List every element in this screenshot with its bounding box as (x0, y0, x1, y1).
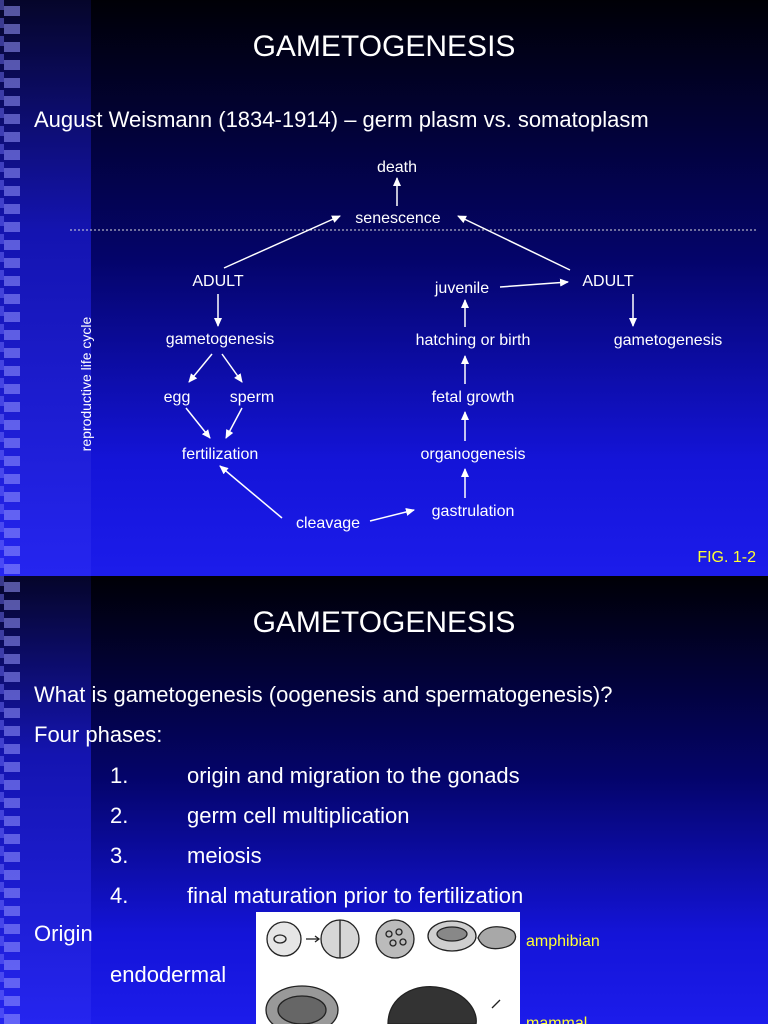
embryo-drawings (265, 919, 517, 1024)
slide-1: GAMETOGENESIS August Weismann (1834-1914… (0, 0, 768, 576)
phase-text: final maturation prior to fertilization (187, 883, 524, 908)
figure-label: FIG. 1-2 (697, 549, 756, 566)
node-organogenesis: organogenesis (420, 446, 526, 463)
arrow-gameto-egg (188, 353, 213, 383)
life-cycle-diagram (70, 177, 758, 522)
embryo-illustration (256, 912, 520, 1024)
endodermal-label: endodermal (110, 962, 227, 987)
decorative-squares (0, 0, 4, 576)
embryo-stage-icon (375, 919, 415, 959)
decorative-side-strip (0, 0, 91, 576)
node-juvenile: juvenile (434, 280, 490, 297)
question-text: What is gametogenesis (oogenesis and spe… (34, 682, 613, 707)
arrow-cleavage-gastrulation (369, 508, 415, 522)
node-sperm: sperm (229, 389, 275, 406)
embryo-stage-icon (477, 926, 517, 950)
embryo-stage-icon (266, 921, 302, 957)
node-gametogenesis-right: gametogenesis (613, 332, 723, 349)
reproductive-life-cycle-label: reproductive life cycle (78, 316, 94, 452)
decorative-squares (4, 6, 20, 576)
node-adult-right: ADULT (582, 273, 634, 290)
phase-number: 3. (110, 843, 129, 868)
arrow-egg-fertilization (185, 407, 211, 439)
slide-subtitle: August Weismann (1834-1914) – germ plasm… (34, 107, 649, 132)
node-gametogenesis-left: gametogenesis (165, 331, 275, 348)
node-death: death (376, 159, 418, 176)
phase-number: 1. (110, 763, 129, 788)
phase-text: germ cell multiplication (187, 803, 410, 828)
four-phases-heading: Four phases: (34, 722, 163, 747)
node-hatching-or-birth: hatching or birth (415, 332, 531, 349)
node-senescence: senescence (355, 210, 441, 227)
node-gastrulation: gastrulation (431, 503, 515, 520)
decorative-squares (4, 582, 20, 1024)
phase-number: 2. (110, 803, 129, 828)
slide-2: GAMETOGENESIS What is gametogenesis (oog… (0, 576, 768, 1024)
slide-title: GAMETOGENESIS (252, 30, 516, 63)
arrow-adult-senescence (223, 215, 341, 269)
node-fertilization: fertilization (181, 446, 259, 463)
node-egg: egg (163, 389, 191, 406)
arrow-sperm-fertilization (225, 407, 243, 439)
embryo-stage-icon (387, 986, 477, 1024)
node-fetal-growth: fetal growth (431, 389, 515, 406)
phase-text: origin and migration to the gonads (187, 763, 520, 788)
mammal-label: mammal (526, 1015, 588, 1024)
phase-text: meiosis (187, 843, 262, 868)
node-cleavage: cleavage (295, 515, 361, 532)
decorative-squares (0, 576, 4, 1024)
amphibian-label: amphibian (526, 933, 600, 950)
decorative-side-strip (0, 576, 91, 1024)
arrow-juvenile-adult (499, 278, 569, 288)
node-adult-left: ADULT (192, 273, 244, 290)
phase-number: 4. (110, 883, 129, 908)
origin-label: Origin (34, 921, 93, 946)
slide-title: GAMETOGENESIS (252, 606, 516, 639)
arrow-adult-right-senescence (457, 215, 571, 271)
arrow-cleavage-fertilization (219, 465, 283, 519)
arrow-gameto-sperm (221, 353, 243, 383)
